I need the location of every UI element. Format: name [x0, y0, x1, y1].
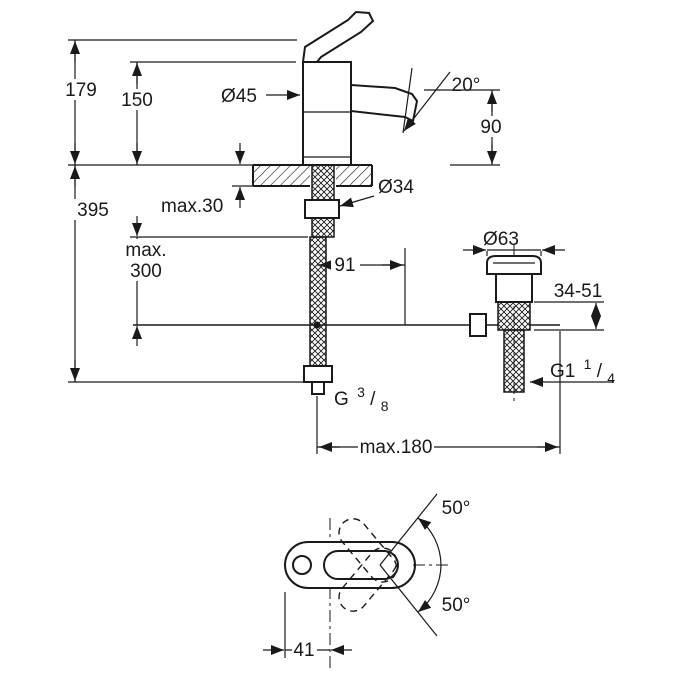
hose-connector	[303, 365, 333, 383]
waste-flange	[486, 255, 542, 275]
swivel-arc-up	[417, 517, 442, 566]
dim-base-diameter: Ø45	[221, 86, 257, 107]
waste-thread-numerator: 1	[584, 356, 592, 372]
dim-swivel-angle-up: 50°	[442, 498, 471, 519]
lever-swivel-up	[338, 518, 398, 583]
dim-swivel-angle-down: 50°	[442, 595, 471, 616]
mounting-nut	[304, 199, 340, 219]
dim-supply-thread: G 3 / 8	[334, 381, 389, 414]
dim-waste-flange-diameter: Ø63	[483, 229, 519, 250]
plan-view	[284, 493, 452, 668]
waste-thread-slash: /	[597, 361, 603, 382]
supply-thread-numerator: 3	[357, 384, 365, 400]
swivel-arc-down	[417, 564, 442, 613]
rod-pivot-dot	[313, 321, 321, 329]
supply-thread-slash: /	[370, 389, 376, 410]
dim-reach-max: max.180	[360, 437, 433, 458]
supply-hose	[309, 236, 327, 367]
side-view	[68, 10, 560, 395]
faucet-body	[302, 61, 352, 166]
dimension-labels: 179 150 Ø45 20° 90 395 max.30 Ø34 max. 3…	[59, 75, 615, 661]
waste-thread-denominator: 4	[607, 370, 615, 386]
plan-spout-outlet	[292, 555, 312, 575]
dim-total-height: 179	[65, 80, 97, 101]
dim-hose-max-line1: max.	[125, 240, 166, 261]
dim-rod-offset: 91	[334, 255, 355, 276]
dim-hole-diameter: Ø34	[378, 177, 414, 198]
lever-swivel-down	[338, 547, 398, 612]
dim-waste-adjust-range: 34-51	[554, 281, 603, 302]
dim-spout-angle: 20°	[452, 75, 481, 96]
waste-body	[495, 273, 533, 303]
waste-tailpipe	[503, 329, 525, 393]
deck-hatch-right	[336, 165, 372, 186]
deck-hatch-left	[253, 165, 310, 186]
dim-spout-outlet-height: 90	[480, 117, 501, 138]
dim-hose-max-line2: 300	[130, 261, 162, 282]
dim-waste-thread: G1 1 / 4	[550, 353, 615, 386]
dim-below-deck-height: 395	[77, 200, 109, 221]
mounting-deck	[68, 164, 373, 187]
dim-outlet-offset: 41	[293, 640, 314, 661]
supply-thread-denominator: 8	[381, 398, 389, 414]
dim-body-height: 150	[121, 90, 153, 111]
swivel-line-down	[379, 564, 438, 637]
waste-thread-prefix: G1	[550, 361, 575, 382]
dim-deck-thickness: max.30	[161, 196, 223, 217]
hose-thread-end	[311, 381, 325, 395]
waste-valve-assembly	[469, 244, 542, 402]
lever-handle	[301, 10, 375, 63]
spout	[350, 83, 419, 123]
supply-thread-prefix: G	[334, 389, 349, 410]
waste-adjust-collar	[497, 301, 531, 331]
swivel-line-up	[379, 493, 438, 566]
rod-joint-nut	[469, 313, 487, 337]
